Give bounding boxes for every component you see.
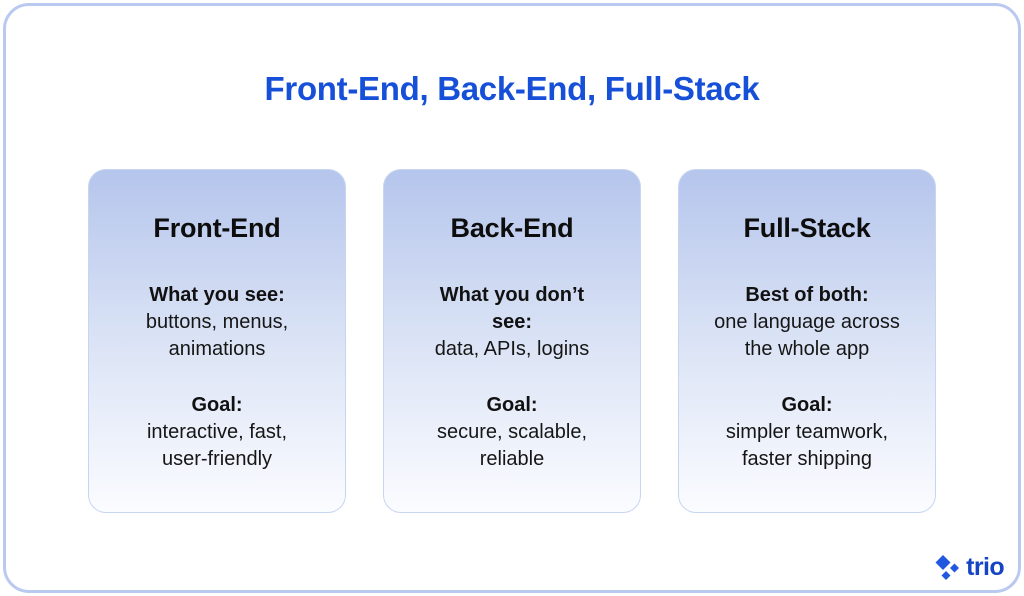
trio-diamonds-icon [935,555,960,580]
card-section-label: What you don’t see: [439,284,585,333]
cards-row: Front-End What you see: buttons, menus, … [0,169,1024,513]
card-title: Full-Stack [743,213,871,243]
card-section-label: Best of both: [745,284,869,306]
card-full-stack: Full-Stack Best of both: one language ac… [678,169,936,513]
card-title: Back-End [450,213,574,243]
card-back-end: Back-End What you don’t see: data, APIs,… [383,169,641,513]
card-goal-label: Goal: [486,394,538,416]
page-title: Front-End, Back-End, Full-Stack [264,70,760,107]
card-goal-text: simpler teamwork, faster shipping [725,421,889,470]
card-title: Front-End [153,213,281,243]
trio-logo: trio [934,553,1005,582]
card-section-text: one language across the whole app [714,311,900,360]
card-front-end: Front-End What you see: buttons, menus, … [88,169,346,513]
card-section-label: What you see: [149,284,285,306]
trio-logo-wordmark: trio [966,553,1004,581]
card-goal-label: Goal: [781,394,833,416]
card-goal-label: Goal: [191,394,243,416]
card-goal-text: secure, scalable, reliable [436,421,588,470]
card-section-text: buttons, menus, animations [145,311,289,360]
card-goal-text: interactive, fast, user-friendly [146,421,288,470]
card-section-text: data, APIs, logins [434,338,590,360]
